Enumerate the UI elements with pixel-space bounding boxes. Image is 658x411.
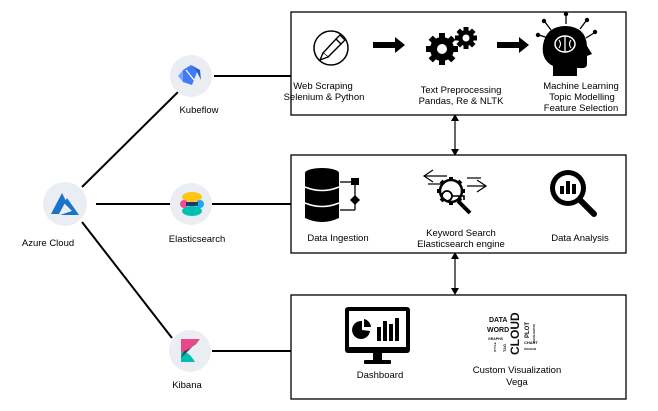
topic-modelling-text: Topic Modelling [549, 92, 614, 103]
kibana-label: Kibana [172, 380, 202, 391]
machine-learning-title: Machine Learning [543, 81, 619, 92]
wordcloud-word: STYLE [493, 342, 497, 352]
custom-visualization-title: Custom Visualization [473, 365, 562, 376]
web-scraping-subtitle: Selenium & Python [284, 92, 365, 103]
connectors [81, 75, 291, 352]
double-arrow-bottom [451, 252, 459, 295]
wordcloud-word: WORD [487, 327, 509, 334]
edge-azure-kubeflow [81, 91, 179, 188]
dashboard-label: Dashboard [357, 370, 403, 381]
keyword-search-title: Keyword Search [426, 228, 496, 239]
text-preprocessing-subtitle: Pandas, Re & NLTK [419, 96, 505, 107]
data-analysis-icon [550, 170, 597, 217]
feature-selection-text: Feature Selection [544, 103, 618, 114]
web-scraping-icon [313, 30, 349, 66]
key-search-icon [422, 169, 488, 215]
dashboard-icon [345, 307, 410, 364]
data-analysis-label: Data Analysis [551, 233, 609, 244]
right-arrow-icon-2 [497, 37, 529, 53]
wordcloud-word: GRAPHS [488, 337, 504, 341]
kibana-node: Kibana [169, 330, 211, 391]
elastic-box: Data Ingestion [290, 154, 627, 254]
wordcloud-word: DATA [489, 317, 507, 324]
kubeflow-icon [178, 65, 201, 85]
keyword-search-subtitle: Elasticsearch engine [417, 239, 505, 250]
edge-azure-kibana [81, 221, 173, 339]
wordcloud-word: DIAGRAM [524, 348, 536, 351]
azure-label: Azure Cloud [22, 238, 74, 249]
kibana-icon [181, 339, 200, 362]
kibana-icon-bg [169, 330, 211, 372]
right-arrow-icon [373, 37, 405, 53]
wordcloud-word: TAG [502, 344, 507, 352]
gears-icon [426, 27, 477, 65]
web-scraping-title: Web Scraping [293, 81, 353, 92]
wordcloud-word: VISUALIZATION [533, 324, 536, 343]
kubeflow-node: Kubeflow [170, 55, 219, 116]
wordcloud-word: CHART [524, 340, 539, 345]
ai-head-icon [535, 11, 598, 76]
elasticsearch-node: Elasticsearch [169, 183, 226, 245]
word-cloud-icon: DATA WORD CLOUD PLOT GRAPHS TAG CHART VI… [487, 312, 539, 355]
azure-node: Azure Cloud [22, 182, 87, 249]
database-icon [304, 168, 360, 222]
wordcloud-word: PLOT [525, 322, 531, 338]
azure-icon [51, 193, 79, 215]
custom-visualization-subtitle: Vega [506, 377, 528, 388]
kibana-box: Dashboard DATA WORD CLOUD PLOT GRAPHS TA… [290, 294, 627, 400]
elasticsearch-label: Elasticsearch [169, 234, 226, 245]
double-arrow-top [451, 114, 459, 156]
data-ingestion-label: Data Ingestion [307, 233, 368, 244]
kibana-box-frame [290, 294, 627, 400]
pipeline-box: Web Scraping Selenium & Python [284, 11, 627, 116]
kubeflow-label: Kubeflow [179, 105, 218, 116]
text-preprocessing-title: Text Preprocessing [421, 85, 502, 96]
elasticsearch-icon [180, 192, 204, 216]
wordcloud-word: CLOUD [508, 312, 522, 355]
